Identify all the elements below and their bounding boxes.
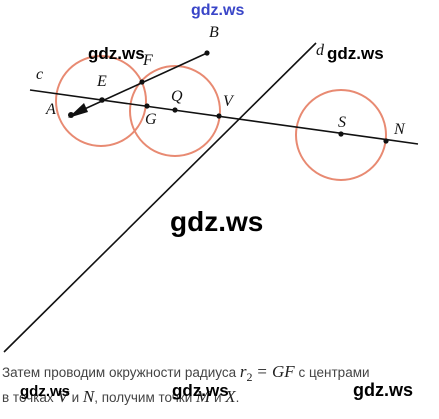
circle-center-s — [295, 89, 387, 181]
line-c — [29, 89, 419, 145]
caption-m: M — [196, 387, 211, 406]
label-d: d — [316, 42, 325, 59]
caption-period: . — [235, 390, 240, 405]
point-e — [99, 97, 105, 103]
caption-and-1: и — [71, 390, 80, 405]
line-d — [3, 42, 317, 353]
caption-text-1-tail: с центрами — [298, 365, 370, 380]
watermark-bottom-left: gdz.ws — [20, 383, 71, 400]
label-b: B — [209, 24, 219, 41]
label-v: V — [223, 93, 235, 110]
caption-v: V — [57, 387, 68, 406]
caption-equals-gf: = GF — [256, 362, 295, 381]
caption-line-1: Затем проводим окружности радиуса r2 = G… — [2, 362, 439, 387]
point-g — [144, 103, 150, 109]
caption-x: X — [225, 387, 236, 406]
point-s — [338, 131, 344, 137]
watermark-bottom-center: gdz.ws — [172, 381, 229, 400]
label-g: G — [145, 111, 157, 128]
point-a — [68, 112, 74, 118]
circle-center-q — [129, 65, 221, 157]
label-c: c — [36, 66, 43, 83]
watermark-top: gdz.ws — [191, 2, 245, 19]
label-a: A — [45, 101, 56, 118]
watermark-bottom-right: gdz.ws — [353, 380, 414, 400]
caption-text-1: Затем проводим окружности радиуса — [2, 365, 237, 380]
caption-text-2a: в точках — [2, 390, 54, 405]
caption-line-2: в точках V и N, получим точки M и X. — [2, 387, 439, 407]
point-v — [216, 113, 222, 119]
watermark-left-top: gdz.ws — [88, 44, 145, 63]
label-s: S — [338, 114, 346, 131]
circle-center-e — [55, 55, 147, 147]
caption-n: N — [82, 387, 95, 406]
watermark-right-top: gdz.ws — [327, 44, 384, 63]
label-q: Q — [171, 88, 183, 105]
caption-r-subscript: 2 — [246, 370, 253, 384]
point-q — [172, 107, 178, 113]
point-n — [383, 138, 389, 144]
caption-text-2b: , получим точки — [94, 390, 193, 405]
caption-and-2: и — [213, 390, 222, 405]
watermark-center: gdz.ws — [170, 206, 264, 237]
caption: Затем проводим окружности радиуса r2 = G… — [2, 362, 439, 407]
point-b — [204, 50, 210, 56]
label-e: E — [96, 73, 107, 90]
label-n: N — [393, 121, 406, 138]
label-f: F — [142, 52, 153, 69]
caption-r: r — [239, 362, 247, 381]
point-f — [139, 79, 145, 85]
